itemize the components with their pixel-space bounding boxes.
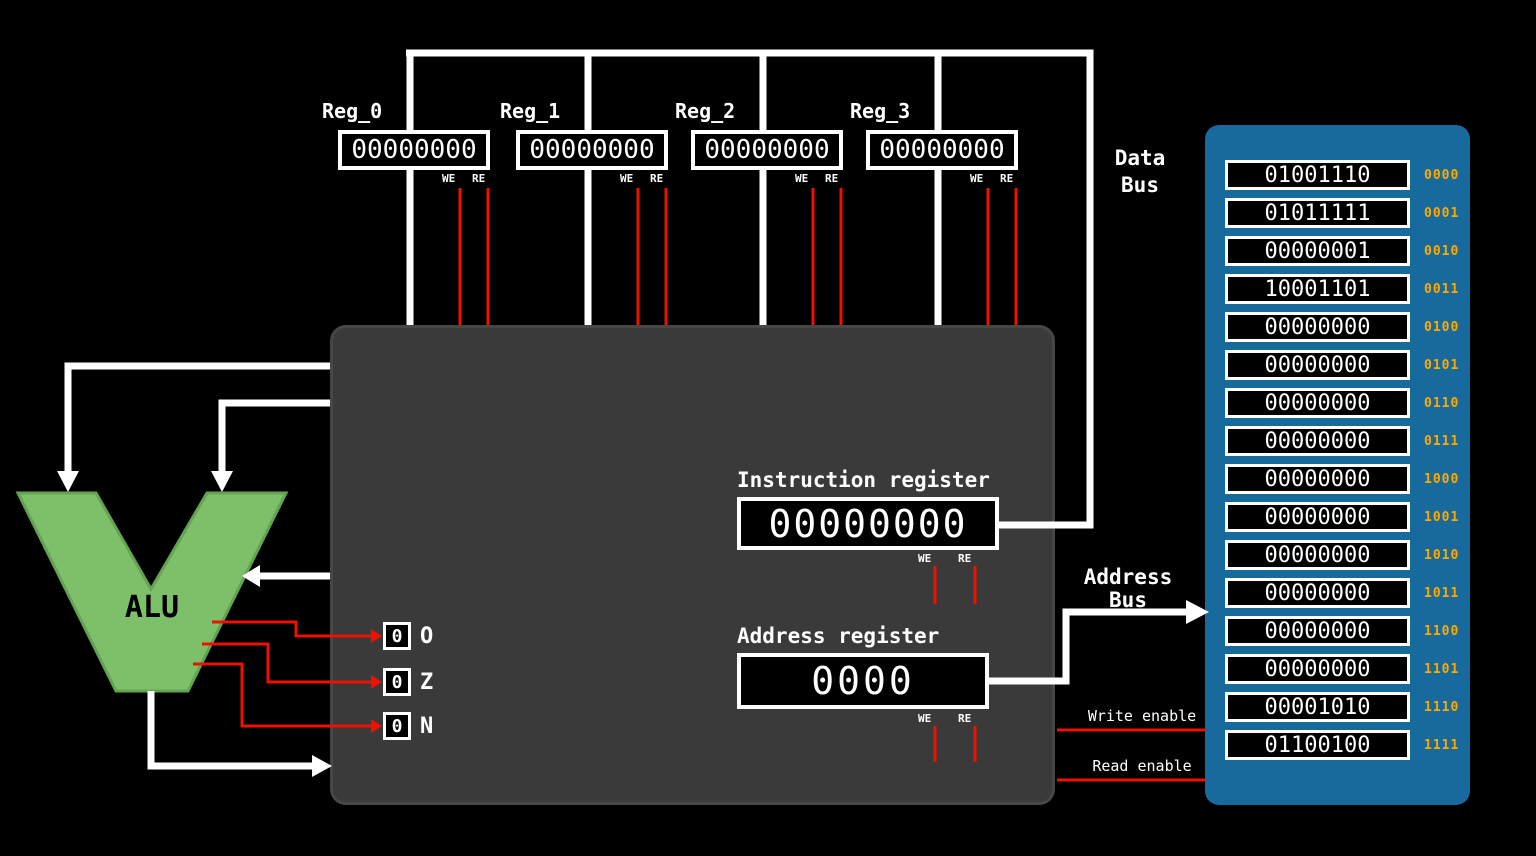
data-bus-label: Data Bus	[1114, 146, 1166, 198]
register-we-label: WE	[795, 172, 809, 185]
memory-cell: 00000000	[1225, 540, 1410, 570]
memory-address-label: 1010	[1424, 547, 1460, 563]
register-value: 00000000	[704, 135, 830, 165]
alu-shape	[15, 491, 289, 693]
memory-row: 00000000 1001	[1225, 502, 1459, 532]
memory-cell-value: 00000000	[1264, 618, 1371, 644]
memory-cell: 01001110	[1225, 160, 1410, 190]
memory-cell-value: 00000000	[1264, 466, 1371, 492]
register-we-label: WE	[970, 172, 984, 185]
control-unit-panel	[330, 325, 1055, 805]
memory-address-label: 1011	[1424, 585, 1460, 601]
memory-row: 01011111 0001	[1225, 198, 1459, 228]
memory-cell-value: 01001110	[1264, 162, 1371, 188]
memory-row: 00000000 1100	[1225, 616, 1459, 646]
memory-cell: 10001101	[1225, 274, 1410, 304]
memory-cell: 00000000	[1225, 654, 1410, 684]
register-we-label: WE	[620, 172, 634, 185]
memory-row: 00000001 0010	[1225, 236, 1459, 266]
register-we-label: WE	[442, 172, 456, 185]
memory-block: 01001110 0000 01011111 0001 00000001 001…	[1205, 125, 1470, 805]
register-name: Reg_3	[850, 99, 911, 123]
write-enable-label: Write enable	[1087, 707, 1197, 725]
register-name: Reg_0	[322, 99, 383, 123]
memory-address-label: 0100	[1424, 319, 1460, 335]
memory-cell: 00000000	[1225, 578, 1410, 608]
memory-cell-value: 00000000	[1264, 580, 1371, 606]
memory-cell: 00000000	[1225, 312, 1410, 342]
register-re-label: RE	[825, 172, 839, 185]
memory-cell: 00000000	[1225, 350, 1410, 380]
memory-row: 00000000 0110	[1225, 388, 1459, 418]
memory-cell-value: 00000000	[1264, 428, 1371, 454]
memory-address-label: 0011	[1424, 281, 1460, 297]
memory-row: 00001010 1110	[1225, 692, 1459, 722]
register-re-label: RE	[472, 172, 486, 185]
memory-address-label: 1111	[1424, 737, 1460, 753]
memory-cell-value: 00000000	[1264, 314, 1371, 340]
register-re-label: RE	[650, 172, 664, 185]
memory-cell: 00000000	[1225, 502, 1410, 532]
memory-cell-value: 10001101	[1264, 276, 1371, 302]
memory-cell-value: 00000000	[1264, 656, 1371, 682]
memory-cell: 00000001	[1225, 236, 1410, 266]
memory-cell: 00000000	[1225, 464, 1410, 494]
memory-cell-value: 00000000	[1264, 542, 1371, 568]
memory-row: 00000000 0101	[1225, 350, 1459, 380]
memory-row: 00000000 1010	[1225, 540, 1459, 570]
enable-wires	[1057, 728, 1206, 782]
memory-cell-value: 00001010	[1264, 694, 1371, 720]
memory-cell-value: 00000000	[1264, 504, 1371, 530]
register-value-box: 00000000	[516, 130, 668, 170]
memory-row: 00000000 1011	[1225, 578, 1459, 608]
memory-cell: 01011111	[1225, 198, 1410, 228]
memory-address-label: 1001	[1424, 509, 1460, 525]
register-name: Reg_2	[675, 99, 736, 123]
address-bus-label: Address Bus	[1083, 565, 1173, 613]
memory-cell-value: 00000000	[1264, 352, 1371, 378]
register-re-label: RE	[1000, 172, 1014, 185]
memory-address-label: 1100	[1424, 623, 1460, 639]
memory-cell: 00000000	[1225, 388, 1410, 418]
register-value-box: 00000000	[866, 130, 1018, 170]
memory-cell-value: 01011111	[1264, 200, 1371, 226]
read-enable-label: Read enable	[1092, 757, 1192, 775]
memory-address-label: 1110	[1424, 699, 1460, 715]
memory-row: 00000000 0111	[1225, 426, 1459, 456]
memory-row: 00000000 1101	[1225, 654, 1459, 684]
memory-row: 01100100 1111	[1225, 730, 1459, 760]
memory-address-label: 0001	[1424, 205, 1460, 221]
memory-address-label: 0110	[1424, 395, 1460, 411]
register-value: 00000000	[351, 135, 477, 165]
memory-address-label: 1101	[1424, 661, 1460, 677]
register-value: 00000000	[879, 135, 1005, 165]
alu-label: ALU	[124, 590, 180, 625]
memory-row: 10001101 0011	[1225, 274, 1459, 304]
register-reg_1: Reg_1 00000000 WE RE	[500, 99, 668, 185]
memory-cell: 00000000	[1225, 616, 1410, 646]
memory-cell-value: 01100100	[1264, 732, 1371, 758]
memory-row: 01001110 0000	[1225, 160, 1459, 190]
alu-data-wires	[64, 362, 330, 770]
memory-cell: 01100100	[1225, 730, 1410, 760]
register-value: 00000000	[529, 135, 655, 165]
register-value-box: 00000000	[338, 130, 490, 170]
register-reg_2: Reg_2 00000000 WE RE	[675, 99, 843, 185]
memory-cell-value: 00000001	[1264, 238, 1371, 264]
memory-row: 00000000 1000	[1225, 464, 1459, 494]
memory-address-label: 0111	[1424, 433, 1460, 449]
register-value-box: 00000000	[691, 130, 843, 170]
register-reg_3: Reg_3 00000000 WE RE	[850, 99, 1018, 185]
register-reg_0: Reg_0 00000000 WE RE	[322, 99, 490, 185]
memory-address-label: 0000	[1424, 167, 1460, 183]
memory-cell: 00001010	[1225, 692, 1410, 722]
memory-address-label: 0101	[1424, 357, 1460, 373]
alu-wire-arrowheads	[57, 471, 332, 777]
memory-address-label: 1000	[1424, 471, 1460, 487]
memory-cell-value: 00000000	[1264, 390, 1371, 416]
memory-cell: 00000000	[1225, 426, 1410, 456]
register-name: Reg_1	[500, 99, 561, 123]
memory-row: 00000000 0100	[1225, 312, 1459, 342]
memory-address-label: 0010	[1424, 243, 1460, 259]
